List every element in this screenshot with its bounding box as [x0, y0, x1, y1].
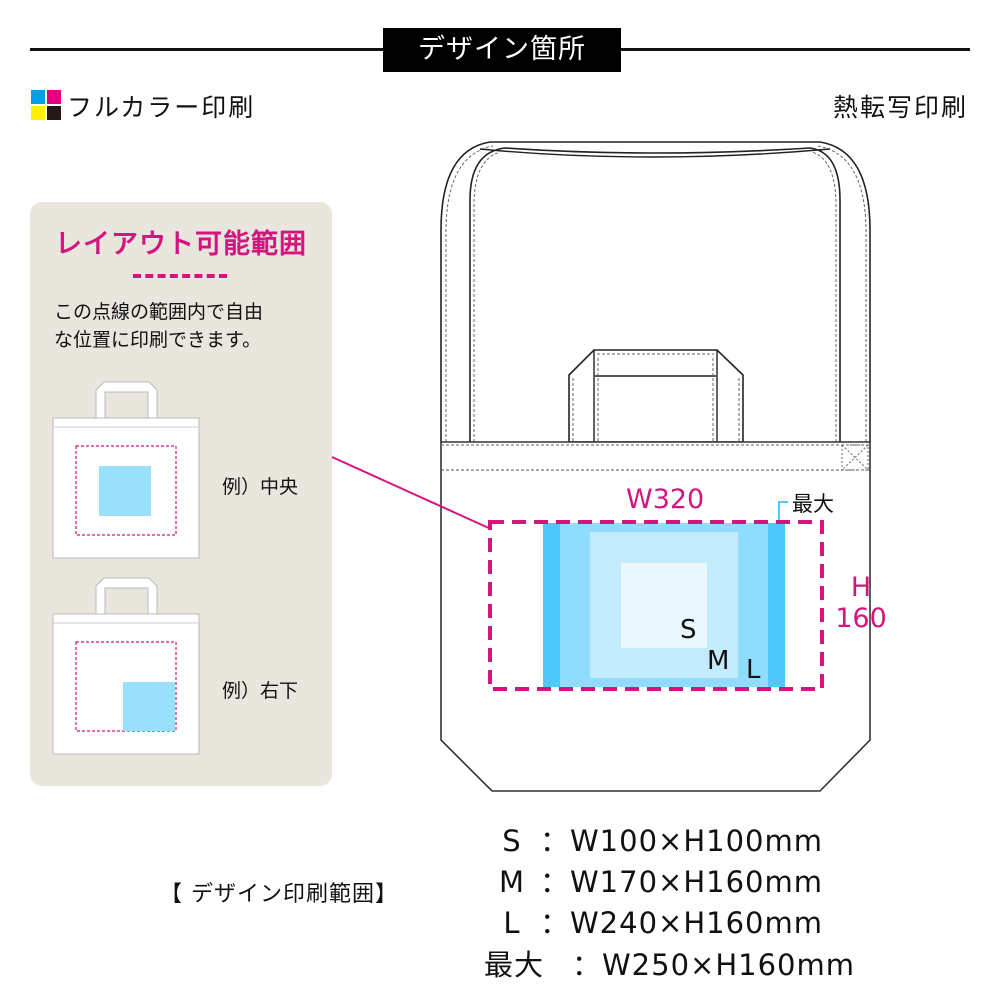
panel-description: この点線の範囲内で自由 な位置に印刷できます。 [54, 301, 264, 351]
spec-row-s: S：W100×H100mm [502, 824, 823, 858]
cmyk-icon [31, 90, 61, 120]
header-rule-left [30, 48, 385, 51]
full-color-print-label: フルカラー印刷 [67, 93, 256, 122]
spec-row-m: M：W170×H160mm [498, 865, 823, 899]
panel-title: レイアウト可能範囲 [55, 229, 307, 260]
dashed-line-legend [133, 274, 227, 278]
size-l-label: L [746, 655, 761, 685]
spec-row-l: L：W240×H160mm [503, 906, 823, 940]
example-center-label: 例）中央 [222, 476, 299, 498]
max-label: 最大 [792, 492, 834, 516]
width-label: W320 [626, 484, 705, 515]
example-bag-bottom-right-icon [52, 577, 200, 755]
layout-range-panel: レイアウト可能範囲 この点線の範囲内で自由 な位置に印刷できます。 例）中央 例… [30, 202, 332, 786]
size-s-label: S [680, 615, 697, 645]
example-bag-center-icon [52, 381, 200, 559]
print-range-heading: 【 デザイン印刷範囲】 [160, 882, 398, 907]
header-rule-right [620, 48, 970, 51]
page-title: デザイン箇所 [383, 28, 621, 72]
size-m-label: M [707, 646, 730, 676]
tote-bag-diagram [331, 141, 871, 792]
height-label: H 160 [835, 572, 887, 634]
heat-transfer-print-label: 熱転写印刷 [832, 93, 968, 122]
example-bottom-right-label: 例）右下 [222, 680, 299, 702]
spec-row-max: 最大：W250×H160mm [484, 948, 855, 982]
